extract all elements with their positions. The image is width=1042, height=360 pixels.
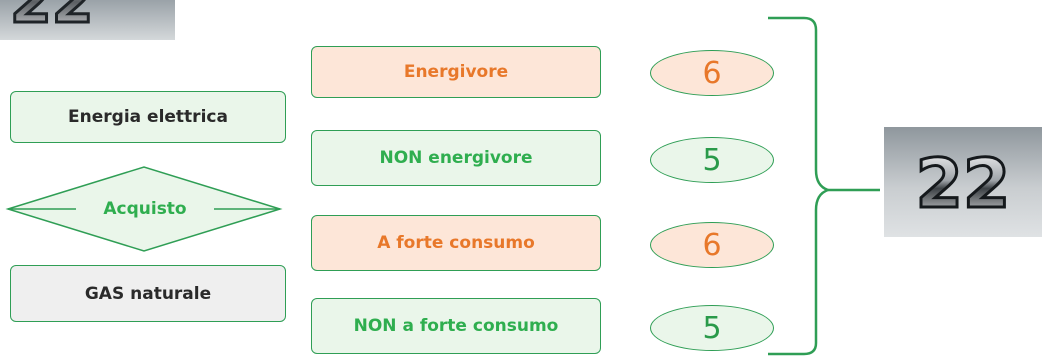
count-value: 5	[702, 142, 722, 178]
category-box-non-energivore: NON energivore	[311, 130, 601, 186]
gas-naturale-label: GAS naturale	[84, 283, 212, 304]
chrome-22-graphic: 22	[914, 144, 1012, 226]
total-value: 22	[916, 145, 1011, 224]
energia-elettrica-box: Energia elettrica	[10, 91, 286, 143]
chrome-22-graphic-partial: 22	[9, 0, 96, 39]
count-oval-a-forte-consumo: 6	[650, 222, 774, 268]
chrome-number-image-top: 22	[0, 0, 175, 40]
svg-text:22: 22	[10, 0, 94, 37]
gas-naturale-box: GAS naturale	[10, 265, 286, 322]
category-label: Energivore	[403, 62, 509, 82]
category-label: A forte consumo	[377, 233, 535, 253]
category-box-non-a-forte-consumo: NON a forte consumo	[311, 298, 601, 354]
energia-elettrica-label: Energia elettrica	[68, 107, 228, 127]
count-oval-non-energivore: 5	[650, 137, 774, 183]
category-label: NON a forte consumo	[353, 316, 559, 336]
total-image: 22	[884, 127, 1042, 237]
category-label: NON energivore	[379, 148, 533, 168]
count-value: 6	[702, 55, 722, 91]
acquisto-label: Acquisto	[78, 194, 212, 224]
count-oval-energivore: 6	[650, 50, 774, 96]
count-value: 5	[702, 310, 722, 346]
category-box-a-forte-consumo: A forte consumo	[311, 215, 601, 271]
grouping-brace	[768, 16, 880, 356]
count-value: 6	[702, 227, 722, 263]
category-box-energivore: Energivore	[311, 46, 601, 98]
count-oval-non-a-forte-consumo: 5	[650, 305, 774, 351]
